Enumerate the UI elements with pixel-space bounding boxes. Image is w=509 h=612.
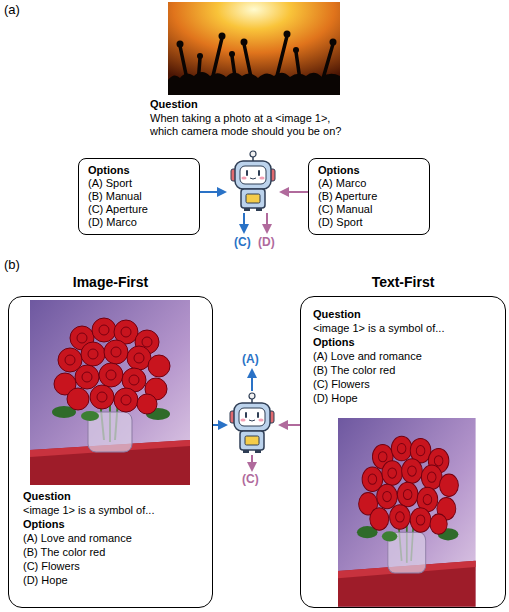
robot-icon — [231, 151, 275, 211]
answer-label: (C) — [242, 472, 259, 486]
section-title: Options — [313, 335, 495, 349]
option-text: (D) Hope — [23, 573, 202, 587]
option-text: (A) Sport — [88, 177, 190, 190]
rose-photo — [338, 418, 476, 607]
option-text: (C) Flowers — [23, 559, 202, 573]
concert-photo — [168, 72, 340, 95]
concert-photo — [168, 2, 340, 95]
option-text: (D) Sport — [318, 216, 420, 229]
input-panel: Image-FirstQuestion<image 1> is a symbol… — [8, 296, 213, 608]
option-text: <image 1> is a symbol of... — [23, 503, 202, 517]
input-panel: Text-FirstQuestion<image 1> is a symbol … — [300, 296, 506, 608]
panel-heading: Text-First — [301, 274, 505, 291]
input-arrow — [280, 424, 300, 426]
option-text: (C) Aperture — [88, 203, 190, 216]
option-text: (A) Marco — [318, 177, 420, 190]
option-text: (D) Hope — [313, 391, 495, 405]
answer-label: (A) — [242, 352, 259, 366]
concert-photo — [168, 2, 340, 95]
section-title: Options — [318, 164, 420, 177]
question-title: Question — [150, 98, 198, 111]
section-title: Options — [88, 164, 190, 177]
question-text: When taking a photo at a <image 1>, whic… — [150, 112, 355, 138]
option-text: (B) The color red — [23, 545, 202, 559]
option-text: (D) Marco — [88, 216, 190, 229]
option-text: (C) Manual — [318, 203, 420, 216]
concert-photo — [219, 33, 226, 40]
concert-photo — [241, 39, 248, 46]
section-title: Question — [23, 489, 202, 503]
output-arrow — [251, 455, 253, 470]
option-text: (A) Love and romance — [313, 349, 495, 363]
panel-label: (a) — [4, 2, 20, 17]
concert-photo — [293, 47, 299, 53]
concert-photo — [284, 31, 291, 38]
concert-photo — [168, 31, 340, 96]
option-text: <image 1> is a symbol of... — [313, 321, 495, 335]
panel-label: (b) — [4, 257, 20, 272]
robot-icon — [230, 393, 274, 453]
option-text: (B) Manual — [88, 190, 190, 203]
concert-photo — [177, 41, 184, 48]
option-text: (B) The color red — [313, 363, 495, 377]
answer-label: (C) — [234, 235, 251, 249]
output-arrow — [243, 213, 245, 232]
input-arrow — [213, 424, 226, 426]
output-arrow — [266, 213, 268, 232]
option-text: (C) Flowers — [313, 377, 495, 391]
option-text: (A) Love and romance — [23, 531, 202, 545]
output-arrow — [251, 370, 253, 391]
options-box: Options(A) Sport(B) Manual(C) Aperture(D… — [78, 158, 200, 235]
concert-photo — [330, 39, 337, 46]
concert-photo — [197, 53, 203, 59]
answer-label: (D) — [258, 235, 275, 249]
panel-heading: Image-First — [9, 274, 212, 291]
options-box: Options(A) Marco(B) Aperture(C) Manual(D… — [308, 158, 430, 235]
input-arrow — [281, 191, 308, 193]
section-title: Options — [23, 517, 202, 531]
concert-photo — [229, 51, 235, 57]
input-arrow — [200, 191, 225, 193]
section-title: Question — [313, 307, 495, 321]
rose-photo — [30, 300, 190, 485]
option-text: (B) Aperture — [318, 190, 420, 203]
